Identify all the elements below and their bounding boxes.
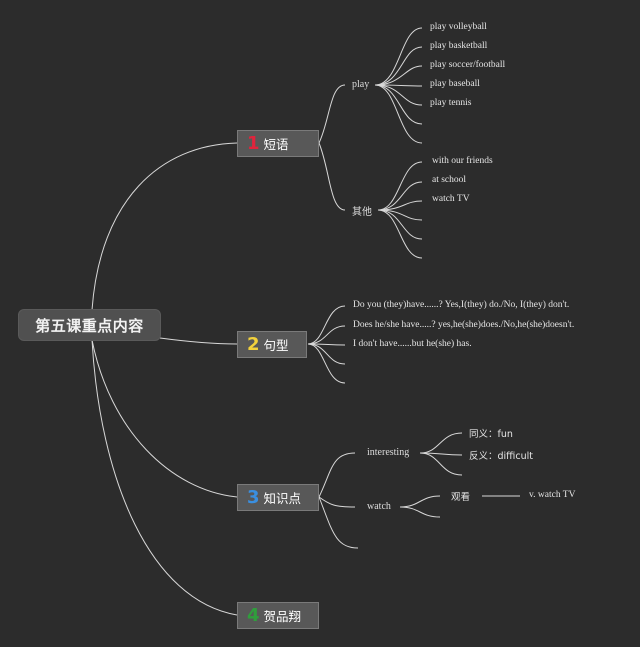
leaf-at-school[interactable]: at school (432, 175, 467, 185)
branch-label-4: 贺品翔 (263, 609, 302, 624)
leaf-antonym[interactable]: 反义：difficult (469, 451, 533, 462)
branch-number-4: 4 (247, 604, 260, 626)
connector-b1-other (318, 142, 346, 211)
branch-number-2: 2 (247, 333, 260, 355)
connector-b1-play (318, 84, 346, 144)
sentence-do-you-have[interactable]: Do you (they)have......? Yes,I(they) do.… (353, 300, 570, 310)
connector-root-branch3 (91, 339, 238, 498)
leaf-with-friends[interactable]: with our friends (432, 156, 493, 166)
connector-b3-empty (318, 496, 359, 549)
sentence-i-dont-have[interactable]: I don't have......but he(she) has. (353, 339, 472, 349)
sub-node-interesting[interactable]: interesting (367, 447, 410, 458)
connector-root-branch2 (159, 337, 238, 345)
leaf-play-baseball[interactable]: play baseball (430, 79, 480, 89)
leaf-play-basketball[interactable]: play basketball (430, 41, 488, 51)
leaf-watch-example[interactable]: v. watch TV (529, 490, 576, 500)
connector-b3-interesting (318, 452, 356, 498)
leaf-watch-meaning[interactable]: 观看 (451, 492, 471, 503)
leaf-play-tennis[interactable]: play tennis (430, 98, 472, 108)
connector-root-branch1 (91, 142, 238, 311)
branch-node-3[interactable]: 3 知识点 (237, 484, 319, 511)
sub-node-play[interactable]: play (352, 79, 370, 90)
leaf-play-volleyball[interactable]: play volleyball (430, 22, 487, 32)
leaf-play-soccer[interactable]: play soccer/football (430, 60, 506, 70)
leaf-synonym[interactable]: 同义：fun (469, 429, 513, 440)
branch-label-3: 知识点 (263, 491, 302, 506)
branch-node-1[interactable]: 1 短语 (237, 130, 319, 157)
root-node[interactable]: 第五课重点内容 (18, 309, 161, 341)
branch-number-3: 3 (247, 486, 260, 508)
branch-node-4[interactable]: 4 贺品翔 (237, 602, 319, 629)
branch-label-2: 句型 (263, 338, 289, 353)
sub-node-other[interactable]: 其他 (352, 207, 372, 218)
sentence-does-he-have[interactable]: Does he/she have.....? yes,he(she)does./… (353, 320, 575, 330)
sub-node-watch[interactable]: watch (367, 501, 391, 512)
branch-node-2[interactable]: 2 句型 (237, 331, 307, 358)
branch-label-1: 短语 (263, 137, 289, 152)
root-label: 第五课重点内容 (35, 316, 144, 335)
connector-b3-watch (318, 496, 356, 508)
branch-number-1: 1 (247, 132, 260, 154)
connector-root-branch4 (91, 339, 238, 616)
leaf-watch-tv[interactable]: watch TV (432, 194, 470, 204)
